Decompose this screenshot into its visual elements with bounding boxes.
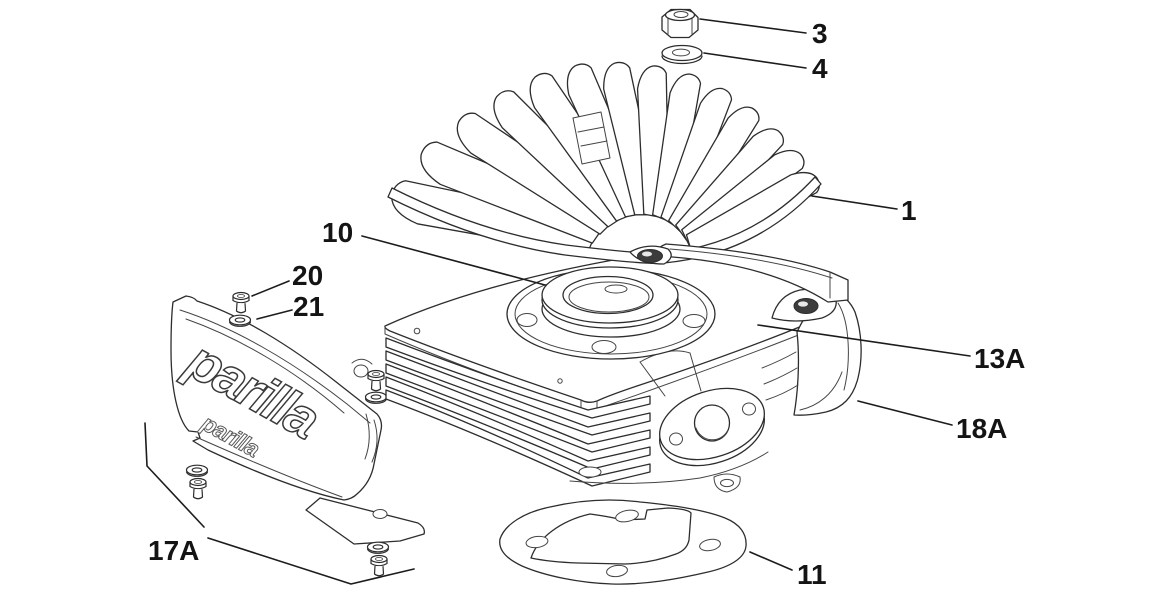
exhaust-bolt-hole-left — [669, 432, 683, 446]
cylinder-fin-4 — [385, 376, 651, 470]
screw-left-bottom — [189, 477, 207, 500]
bore-dimple — [604, 284, 628, 294]
leader-line-21 — [256, 309, 293, 320]
head-dome-rim — [387, 176, 822, 264]
leader-line-4 — [703, 52, 807, 69]
exhaust-bore-shadow — [695, 427, 729, 441]
callout-label-17A: 17A — [148, 535, 199, 566]
dowel-hole-left — [413, 327, 421, 335]
washer-hole — [672, 48, 690, 57]
washer-thickness — [661, 55, 703, 65]
callouts: 3 4 1 10 20 21 13A 18A 17A 11 — [144, 18, 1025, 590]
part-flat-washer — [661, 44, 703, 65]
washer-bottom — [366, 541, 390, 554]
head-plug-slot — [572, 111, 611, 165]
part-cylinder-head — [385, 57, 849, 303]
leader-line-3 — [699, 18, 807, 34]
part-hex-nut — [661, 8, 699, 39]
cylinder-lug-bolt — [798, 301, 808, 307]
cover-right-fold-line-2 — [364, 413, 370, 460]
cover-right-fold-line-1 — [371, 419, 378, 463]
skirt-lug-hole — [720, 478, 734, 488]
stud-hole-left — [516, 313, 538, 327]
skirt-lug — [713, 473, 741, 493]
callout-label-21: 21 — [293, 291, 324, 322]
callout-label-10: 10 — [322, 217, 353, 248]
screw-top — [232, 291, 250, 314]
head-arm-inner-line — [669, 248, 833, 299]
shroud-contour-1 — [837, 302, 849, 391]
head-plug-slot-rungs — [577, 126, 608, 147]
exhaust-flange-bore — [693, 404, 731, 442]
exhaust-bolt-hole-right — [742, 402, 756, 416]
callout-label-3: 3 — [812, 18, 828, 49]
gasket-hole-top — [615, 509, 639, 523]
cylinder-bore-edge — [568, 281, 650, 313]
gasket-hole-bottom — [606, 564, 628, 578]
callout-label-4: 4 — [812, 53, 828, 84]
gasket-hole-left — [525, 535, 549, 549]
leader-line-17A-upper — [144, 422, 205, 528]
fin-lines-right — [761, 351, 799, 401]
washer-left-bottom — [185, 464, 209, 477]
part-cylinder-barrel — [384, 252, 862, 493]
cover-mount-ear-hole — [353, 364, 369, 378]
nut-thread-hole — [673, 11, 689, 18]
leader-line-13A — [757, 324, 971, 357]
cover-top-rim-line-1 — [179, 309, 371, 424]
gasket-hole-right — [699, 538, 721, 552]
dowel-hole-front — [557, 378, 563, 384]
cylinder-skirt-bottom-edge — [569, 451, 769, 484]
shroud-contour-2 — [799, 371, 843, 411]
gasket-center-opening — [530, 507, 692, 565]
head-lug-bolt — [642, 251, 652, 257]
part-base-gasket — [499, 499, 747, 585]
cylinder-side-shroud — [793, 290, 862, 416]
cover-flange-hole — [372, 509, 388, 519]
leader-line-1 — [811, 195, 898, 210]
washer-right — [364, 391, 388, 404]
cover-mount-ear-arc — [351, 358, 373, 365]
cover-bottom-crease-line — [195, 436, 343, 498]
washer-top — [228, 314, 252, 327]
leader-line-11 — [749, 551, 793, 571]
callout-label-13A: 13A — [974, 343, 1025, 374]
part-side-cover: parilla parilla — [170, 295, 426, 545]
callout-label-20: 20 — [292, 260, 323, 291]
callout-label-1: 1 — [901, 195, 917, 226]
leader-line-17A-lower — [207, 537, 415, 585]
head-gasket-ring-hole — [562, 275, 654, 315]
callout-label-11: 11 — [797, 559, 827, 590]
leader-line-20 — [251, 280, 290, 297]
cover-top-rim-line-2 — [185, 318, 345, 414]
cylinder-fin-3 — [385, 363, 651, 453]
cover-bottom-flange — [305, 497, 426, 545]
stud-hole-right — [682, 314, 706, 328]
cylinder-fin-1 — [385, 337, 651, 419]
leader-line-10 — [361, 235, 546, 286]
screw-right — [367, 369, 385, 392]
cylinder-fin-2 — [385, 350, 651, 436]
callout-label-18A: 18A — [956, 413, 1007, 444]
leader-line-18A — [857, 400, 953, 426]
stud-hole-front — [591, 340, 617, 354]
screw-bottom — [370, 554, 388, 577]
skirt-notch — [578, 466, 602, 478]
cylinder-fin-5 — [385, 389, 651, 487]
